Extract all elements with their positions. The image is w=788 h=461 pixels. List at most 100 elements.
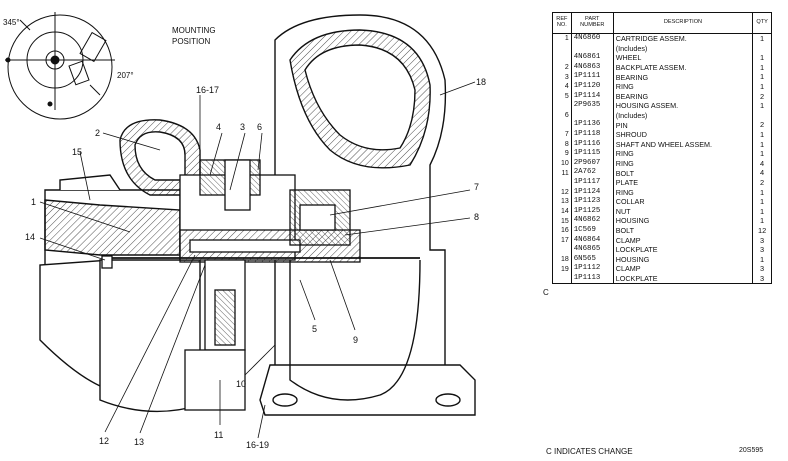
row-qty-text: 2 bbox=[760, 120, 765, 130]
row-qty-text: 1 bbox=[760, 187, 765, 197]
row-description: CLAMP bbox=[612, 264, 754, 274]
row-ref-no: 16 bbox=[552, 225, 572, 236]
row-description: HOUSING bbox=[612, 216, 754, 226]
row-description-text: CLAMP bbox=[615, 264, 641, 274]
row-part-number: 2A762 bbox=[570, 168, 614, 178]
row-ref-no bbox=[552, 43, 572, 54]
row-ref-no-text: 3 bbox=[564, 73, 569, 81]
row-qty-text: 2 bbox=[760, 91, 765, 101]
row-qty: 1 bbox=[752, 72, 772, 82]
row-qty: 1 bbox=[752, 197, 772, 207]
row-description-text: HOUSING ASSEM. bbox=[615, 101, 679, 111]
row-description-text: (Includes) bbox=[615, 43, 648, 53]
row-qty: 1 bbox=[752, 53, 772, 63]
row-part-number-text: 1P1114 bbox=[573, 91, 601, 100]
row-description-text: RING bbox=[615, 158, 634, 168]
row-qty-text: 12 bbox=[757, 225, 767, 235]
row-part-number: 1P1113 bbox=[570, 273, 614, 285]
row-part-number-text: 4N6865 bbox=[573, 245, 601, 254]
mounting-position-diagram bbox=[5, 12, 115, 120]
row-part-number: 1P1116 bbox=[570, 139, 614, 150]
row-description: WHEEL bbox=[612, 53, 754, 63]
row-description-text: PLATE bbox=[615, 178, 639, 188]
callout-9: 9 bbox=[353, 335, 358, 345]
table-row: (Includes) bbox=[552, 43, 772, 54]
row-qty-text: 3 bbox=[760, 245, 765, 255]
row-part-number: 4N6860 bbox=[570, 33, 614, 44]
row-part-number-text: 1P1111 bbox=[573, 72, 601, 81]
row-ref-no: 10 bbox=[552, 158, 572, 169]
row-ref-no-text: 10 bbox=[560, 160, 569, 168]
row-ref-no-text: 6 bbox=[564, 112, 569, 120]
row-part-number-text: 1P1117 bbox=[573, 178, 601, 186]
row-part-number-text: 4N6864 bbox=[573, 235, 601, 244]
row-qty-text: 4 bbox=[760, 158, 765, 168]
row-ref-no-text: 19 bbox=[560, 265, 569, 273]
callout-5: 5 bbox=[312, 324, 317, 334]
row-qty-text: 1 bbox=[760, 197, 765, 207]
callout-3: 3 bbox=[240, 122, 245, 132]
callout-14: 14 bbox=[25, 232, 35, 242]
row-description-text: BOLT bbox=[615, 226, 635, 236]
row-ref-no: 14 bbox=[552, 206, 572, 217]
row-description-text: NUT bbox=[615, 206, 631, 216]
row-ref-no-text: 11 bbox=[561, 169, 569, 177]
row-description-text: BEARING bbox=[615, 72, 649, 82]
row-description-text: RING bbox=[615, 187, 634, 197]
leader-lines bbox=[39, 81, 476, 439]
row-ref-no: 8 bbox=[552, 139, 572, 150]
row-qty: 1 bbox=[752, 62, 772, 73]
row-description-text: PIN bbox=[615, 120, 628, 130]
mounting-angle-b: 207° bbox=[117, 71, 134, 80]
row-qty-text: 1 bbox=[760, 149, 765, 159]
row-qty-text: 1 bbox=[760, 62, 765, 72]
row-ref-no-text: 8 bbox=[564, 140, 569, 148]
row-description: BOLT bbox=[612, 168, 754, 178]
row-part-number-text: 1P1136 bbox=[573, 120, 601, 129]
row-part-number-text: 1P1123 bbox=[573, 197, 601, 206]
row-part-number-text: 1P1124 bbox=[573, 187, 601, 196]
table-row: 6(Includes) bbox=[552, 110, 772, 121]
row-part-number-text: 4N6863 bbox=[573, 62, 601, 71]
row-qty: 3 bbox=[752, 264, 772, 274]
row-ref-no bbox=[552, 245, 572, 255]
change-note: C INDICATES CHANGE bbox=[546, 447, 633, 456]
row-part-number-text: 2P9635 bbox=[573, 101, 601, 110]
row-qty-text: 1 bbox=[760, 34, 765, 44]
row-qty: 3 bbox=[752, 273, 772, 285]
row-qty: 3 bbox=[752, 235, 772, 246]
row-description: RING bbox=[612, 81, 754, 92]
row-part-number-text: 4N6862 bbox=[573, 216, 601, 225]
row-part-number: 4N6864 bbox=[570, 235, 614, 246]
row-description: CARTRIDGE ASSEM. bbox=[612, 33, 754, 44]
row-qty: 1 bbox=[752, 33, 772, 44]
mounting-title-line2: POSITION bbox=[172, 37, 210, 46]
row-description-text: SHAFT AND WHEEL ASSEM. bbox=[615, 139, 713, 149]
row-description-text: COLLAR bbox=[615, 197, 645, 207]
row-ref-no bbox=[552, 53, 572, 63]
row-part-number-text: 6N565 bbox=[573, 254, 596, 263]
row-description: RING bbox=[612, 149, 754, 159]
table-row: 1P1136 PIN 2 bbox=[552, 120, 772, 130]
row-part-number-text: 1P1116 bbox=[573, 139, 601, 148]
row-qty: 1 bbox=[752, 129, 772, 140]
header-ref-no: REF NO. bbox=[552, 12, 572, 34]
row-part-number-text: 4N6861 bbox=[573, 53, 601, 62]
row-qty: 2 bbox=[752, 120, 772, 130]
parts-table-header: REF NO. PART NUMBER DESCRIPTION QTY bbox=[552, 12, 772, 34]
row-qty: 4 bbox=[752, 158, 772, 169]
row-description-text: RING bbox=[615, 82, 634, 92]
row-description-text: RING bbox=[615, 149, 634, 159]
